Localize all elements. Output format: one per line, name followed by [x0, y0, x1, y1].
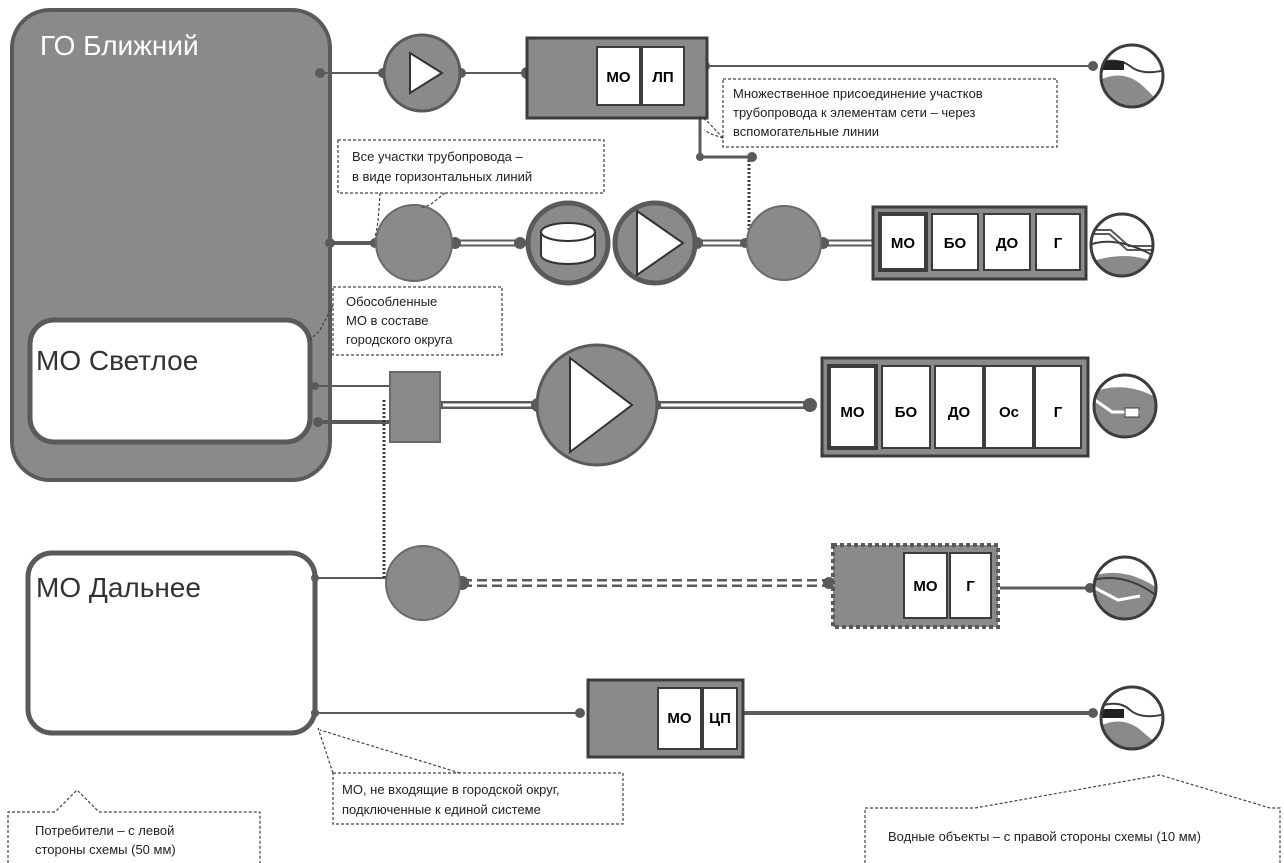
callout-text: городского округа [346, 332, 453, 347]
node-row4 [385, 545, 461, 621]
connection-dot [514, 237, 526, 249]
stage-label: МО [891, 235, 915, 252]
connection-dot [747, 152, 757, 162]
treatment-facility-row1: МО ЛП [525, 36, 709, 120]
callout-text: Множественное присоединение участков [733, 86, 983, 101]
callout-text: стороны схемы (50 мм) [35, 842, 176, 857]
stage-label: ЛП [652, 69, 673, 86]
pump-station-row1 [382, 33, 462, 113]
pump-station-row3 [535, 343, 659, 467]
stage-label: МО [667, 710, 691, 727]
callout-text: трубопровода к элементам сети – через [733, 105, 976, 120]
callout-text: в виде горизонтальных линий [352, 169, 532, 184]
treatment-facility-row4-planned: МО Г [831, 543, 1000, 629]
connection-dot [575, 708, 585, 718]
callout-consumers-left: Потребители – с левой стороны схемы (50 … [7, 789, 261, 863]
callout-text: Обособленные [346, 294, 437, 309]
tank-cylinder-icon [540, 222, 596, 265]
stage-box-mo [657, 687, 702, 750]
mo-dalnee-label: МО Дальнее [36, 572, 201, 603]
pump-triangle-icon [636, 209, 685, 277]
water-outfall-icon [1099, 43, 1165, 109]
node-row2-b [746, 205, 822, 281]
stage-label: МО [606, 69, 630, 86]
callout-multiple-connection: Множественное присоединение участков тру… [699, 78, 1058, 148]
collector-chamber-row3 [389, 371, 441, 443]
stage-label: ДО [948, 404, 971, 421]
callout-text: вспомогательные линии [733, 124, 879, 139]
water-outfall-icon [1092, 373, 1158, 439]
pump-triangle-icon [409, 51, 444, 95]
pump-triangle-icon [569, 355, 634, 455]
stage-box-g [949, 552, 992, 619]
connection-dot [803, 398, 817, 412]
stage-label: Г [966, 578, 975, 595]
callout-external-mo: МО, не входящие в городской округ, подкл… [317, 727, 624, 825]
connection-dot [1085, 583, 1095, 593]
water-outfall-icon [1089, 212, 1155, 278]
mo-svetloe-label: МО Светлое [36, 345, 198, 376]
callout-text: Водные объекты – с правой стороны схемы … [888, 829, 1201, 844]
stage-label: МО [913, 578, 937, 595]
stage-label: БО [895, 404, 918, 421]
connection-dot [313, 417, 323, 427]
stage-label: ДО [996, 235, 1019, 252]
water-outfall-icon [1092, 555, 1158, 621]
storage-tank-row2 [525, 200, 611, 286]
treatment-facility-row2: МО БО ДО Г [871, 205, 1088, 281]
connection-dot [696, 153, 704, 161]
callout-text: Потребители – с левой [35, 823, 174, 838]
connection-dot [311, 382, 319, 390]
treatment-facility-row3: МО БО ДО Ос Г [820, 356, 1090, 458]
node-row2-a [375, 204, 453, 282]
stage-label: Г [1054, 404, 1063, 421]
connection-dot [325, 238, 335, 248]
go-blizhny-label: ГО Ближний [40, 30, 199, 61]
stage-box-do [983, 213, 1031, 271]
callout-water-right: Водные объекты – с правой стороны схемы … [864, 774, 1281, 863]
stage-label: Г [1054, 235, 1063, 252]
stage-box-os [984, 365, 1034, 449]
stage-box-cp [702, 687, 738, 750]
mo-svetloe-block [27, 317, 313, 445]
callout-horizontal-lines: Все участки трубопровода – в виде горизо… [337, 139, 605, 239]
connection-dot [311, 574, 319, 582]
treatment-facility-row5: МО ЦП [586, 678, 745, 759]
stage-box-bo [931, 213, 979, 271]
stage-label: МО [840, 404, 864, 421]
connection-dot [315, 68, 325, 78]
stage-box-mo [903, 552, 948, 619]
stage-box-lp [641, 46, 685, 106]
callout-text: подключенные к единой системе [342, 802, 541, 817]
connection-dot [1088, 708, 1098, 718]
stage-box-mo [596, 46, 641, 106]
stage-box-do [934, 365, 984, 449]
stage-box-mo [827, 364, 878, 450]
callout-text: Все участки трубопровода – [352, 149, 524, 164]
callout-text: МО в составе [346, 313, 428, 328]
stage-box-mo [878, 212, 928, 272]
stage-box-bo [881, 365, 931, 449]
connection-dot [311, 709, 319, 717]
connection-dot [1088, 61, 1098, 71]
callout-separate-mo: Обособленные МО в составе городского окр… [309, 286, 503, 356]
stage-label: Ос [999, 404, 1019, 421]
stage-label: ЦП [709, 710, 731, 727]
water-outfall-icon [1099, 685, 1165, 751]
stage-box-g [1035, 213, 1081, 271]
callout-text: МО, не входящие в городской округ, [342, 782, 559, 797]
stage-label: БО [944, 235, 967, 252]
pump-station-row2 [612, 200, 698, 286]
stage-box-g [1034, 365, 1082, 449]
mo-dalnee-block [25, 550, 318, 736]
